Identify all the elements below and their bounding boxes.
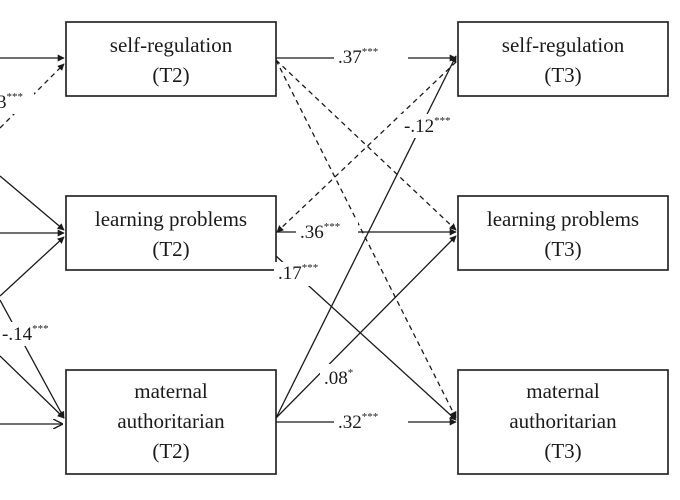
box-learning-problems-t3: learning problems (T3) [457,195,669,271]
path-left-steep-to-ma-t2 [0,299,65,419]
box-maternal-authoritarian-t2: maternal authoritarian (T2) [65,369,277,475]
path-left-diag-to-ma-t2 [0,355,65,419]
box-label-line2: (T3) [544,63,581,87]
coef-value: .17 [278,263,302,284]
coef-significance: *** [32,323,49,335]
svg-text:.37***: .37*** [338,46,378,68]
coef-ma-sr: -.12*** [400,114,470,138]
box-label-line1: self-regulation [502,33,625,57]
box-label-line1: maternal [526,379,600,403]
box-label-line2: (T2) [152,237,189,261]
svg-text:3***: 3*** [0,91,23,113]
box-label-line3: (T2) [152,439,189,463]
box-self-regulation-t2: self-regulation (T2) [65,21,277,97]
svg-text:.36***: .36*** [300,221,340,243]
path-sr-t2-to-ma-t3 [275,59,457,419]
coef-value: .32 [338,412,362,433]
coef-sr-sr: .37*** [334,44,408,68]
box-maternal-authoritarian-t3: maternal authoritarian (T3) [457,369,669,475]
coef-significance: *** [362,46,379,58]
coef-left-partial: 3*** [0,90,34,114]
path-ma-t2-to-lp-t3 [275,235,457,419]
coef-left-lower: -.14*** [0,322,66,346]
box-label-line1: learning problems [487,207,639,231]
coef-value: -.14 [2,324,33,345]
coef-value: -.12 [404,116,434,137]
path-sr-t2-to-lp-t3 [275,59,457,231]
coef-significance: *** [7,91,24,103]
svg-text:.32***: .32*** [338,411,378,433]
box-label-line3: (T3) [544,439,581,463]
path-left-diag-to-lp-t2 [0,175,65,231]
box-label-line1: maternal [134,379,208,403]
coef-lp-lp: .36*** [296,218,358,243]
box-label-line1: self-regulation [110,33,233,57]
coef-value: 3 [0,92,7,113]
coef-ma-lp: .08* [320,364,368,389]
coef-value: .08 [324,368,348,389]
path-left-diag-up-to-lp-t2 [0,236,65,297]
svg-text:-.12***: -.12*** [404,115,451,137]
box-label-line2: authoritarian [509,409,617,433]
coef-sr-ma: .17*** [274,262,334,286]
coef-significance: *** [362,411,379,423]
coef-ma-ma: .32*** [334,408,408,433]
box-label-line2: authoritarian [117,409,225,433]
box-label-line2: (T3) [544,237,581,261]
coef-significance: *** [324,221,341,233]
box-label-line2: (T2) [152,63,189,87]
coef-significance: * [348,367,354,379]
box-learning-problems-t2: learning problems (T2) [65,195,277,271]
coef-significance: *** [434,115,451,127]
box-self-regulation-t3: self-regulation (T3) [457,21,669,97]
svg-text:-.14***: -.14*** [2,323,49,345]
box-label-line1: learning problems [95,207,247,231]
coef-value: .36 [300,222,324,243]
svg-text:.17***: .17*** [278,262,318,284]
coef-value: .37 [338,47,362,68]
coef-significance: *** [302,262,319,274]
path-sr-t3-dashed-to-lp-t2 [276,61,457,233]
svg-text:.08*: .08* [324,367,353,389]
